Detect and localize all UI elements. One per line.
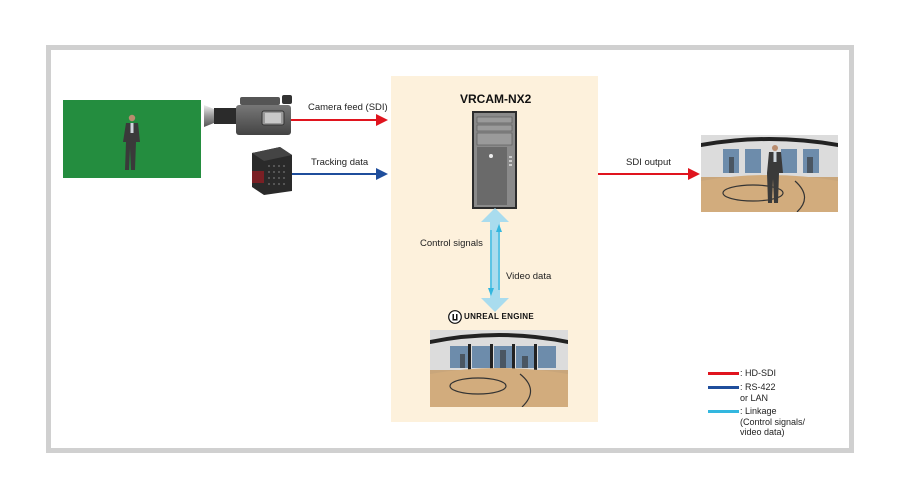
camera-feed-arrowhead-icon [376,114,388,126]
legend-swatch-blue [708,386,739,389]
unreal-engine-logo-text: UNREAL ENGINE [464,312,534,321]
legend-item-rs422: : RS-422 or LAN [708,382,776,403]
linkage-double-arrow-icon [481,208,509,312]
tracking-data-label: Tracking data [311,157,369,168]
legend-swatch-cyan [708,410,739,413]
legend-label: : Linkage (Control signals/ video data) [740,406,806,437]
legend-swatch-red [708,372,739,375]
sdi-output-line [598,173,690,175]
video-data-label: Video data [506,271,552,282]
camera-feed-label: Camera feed (SDI) [308,102,388,113]
legend-item-linkage: : Linkage (Control signals/ video data) [708,406,805,438]
sdi-output-arrowhead-icon [688,168,700,180]
presenter-figure-icon [123,114,140,170]
video-camera-icon [204,95,292,135]
sdi-output-label: SDI output [626,157,671,168]
control-signals-label: Control signals [420,238,483,249]
legend-item-hd-sdi: : HD-SDI [708,368,776,379]
composite-output-image [701,135,838,212]
system-title: VRCAM-NX2 [460,92,532,106]
unreal-engine-logo-icon [448,310,462,324]
unreal-studio-render-image [430,330,568,407]
tracking-sensor-icon [252,147,292,195]
legend-label: : RS-422 or LAN [740,382,776,403]
legend-label: : HD-SDI [740,368,776,378]
tracking-arrowhead-icon [376,168,388,180]
tracking-data-line [292,173,379,175]
green-screen-image [63,100,201,178]
camera-feed-line [291,119,379,121]
pc-tower-icon [472,111,517,209]
